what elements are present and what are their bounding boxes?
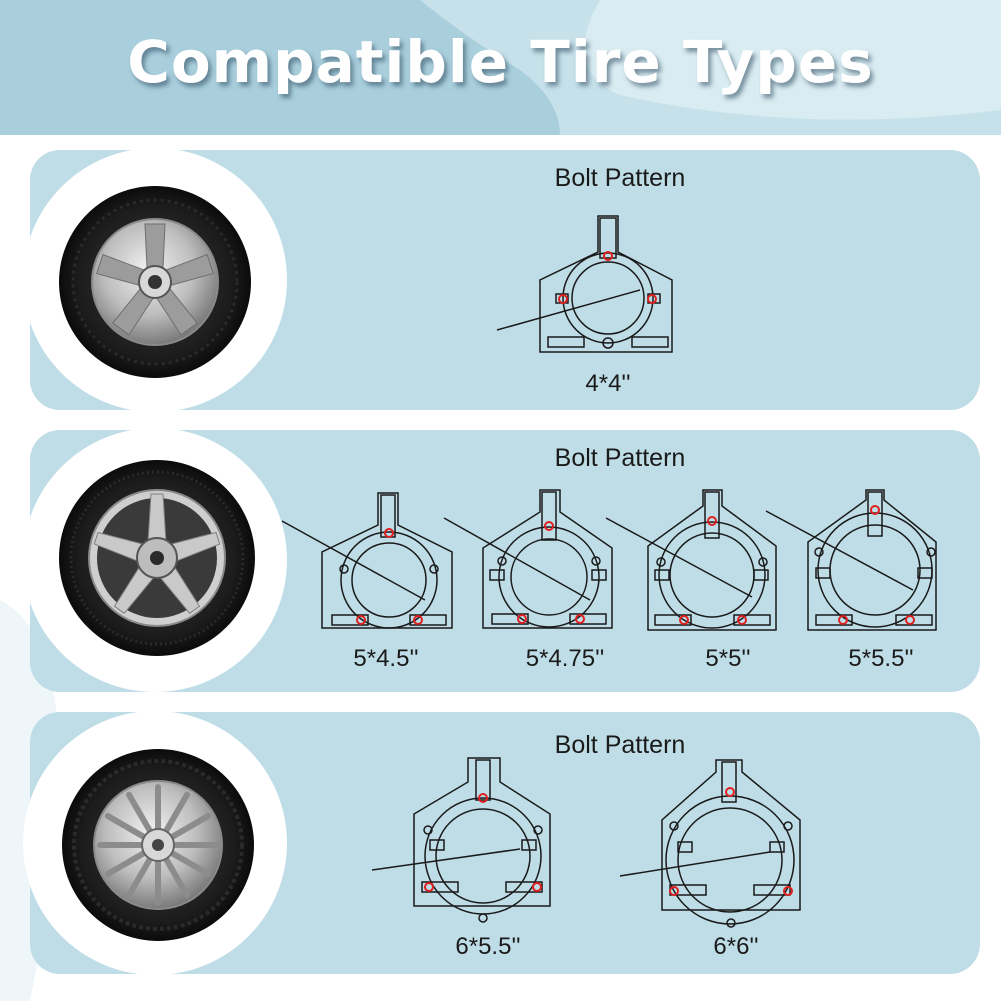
bolt-diagram-5x5 — [605, 489, 777, 631]
pattern-label-4x4: 4*4'' — [585, 370, 631, 397]
tire-6-lug-image — [62, 749, 254, 941]
tire-5-lug-image — [59, 460, 255, 656]
pattern-label-6x6: 6*6'' — [713, 933, 759, 960]
pattern-label-5x4.75: 5*4.75'' — [525, 645, 605, 672]
pattern-label-5x4.5: 5*4.5'' — [353, 645, 419, 672]
bolt-diagram-5x4.75 — [443, 489, 613, 629]
section-heading-5-lug: Bolt Pattern — [554, 444, 686, 472]
bolt-diagram-6x6 — [619, 759, 801, 928]
section-heading-4-lug: Bolt Pattern — [554, 164, 686, 192]
bolt-diagram-5x5.5 — [765, 489, 937, 631]
pattern-label-5x5: 5*5'' — [705, 645, 751, 672]
page-title: Compatible Tire Types — [127, 28, 874, 96]
section-heading-6-lug: Bolt Pattern — [554, 731, 686, 759]
bolt-diagram-5x4.5 — [281, 492, 453, 629]
bolt-diagram-6x5.5 — [371, 757, 551, 923]
pattern-label-5x5.5: 5*5.5'' — [848, 645, 914, 672]
header-banner — [0, 0, 1001, 135]
pattern-label-6x5.5: 6*5.5'' — [455, 933, 521, 960]
tire-4-lug-image — [59, 186, 251, 378]
bolt-diagram-4x4 — [496, 215, 673, 353]
